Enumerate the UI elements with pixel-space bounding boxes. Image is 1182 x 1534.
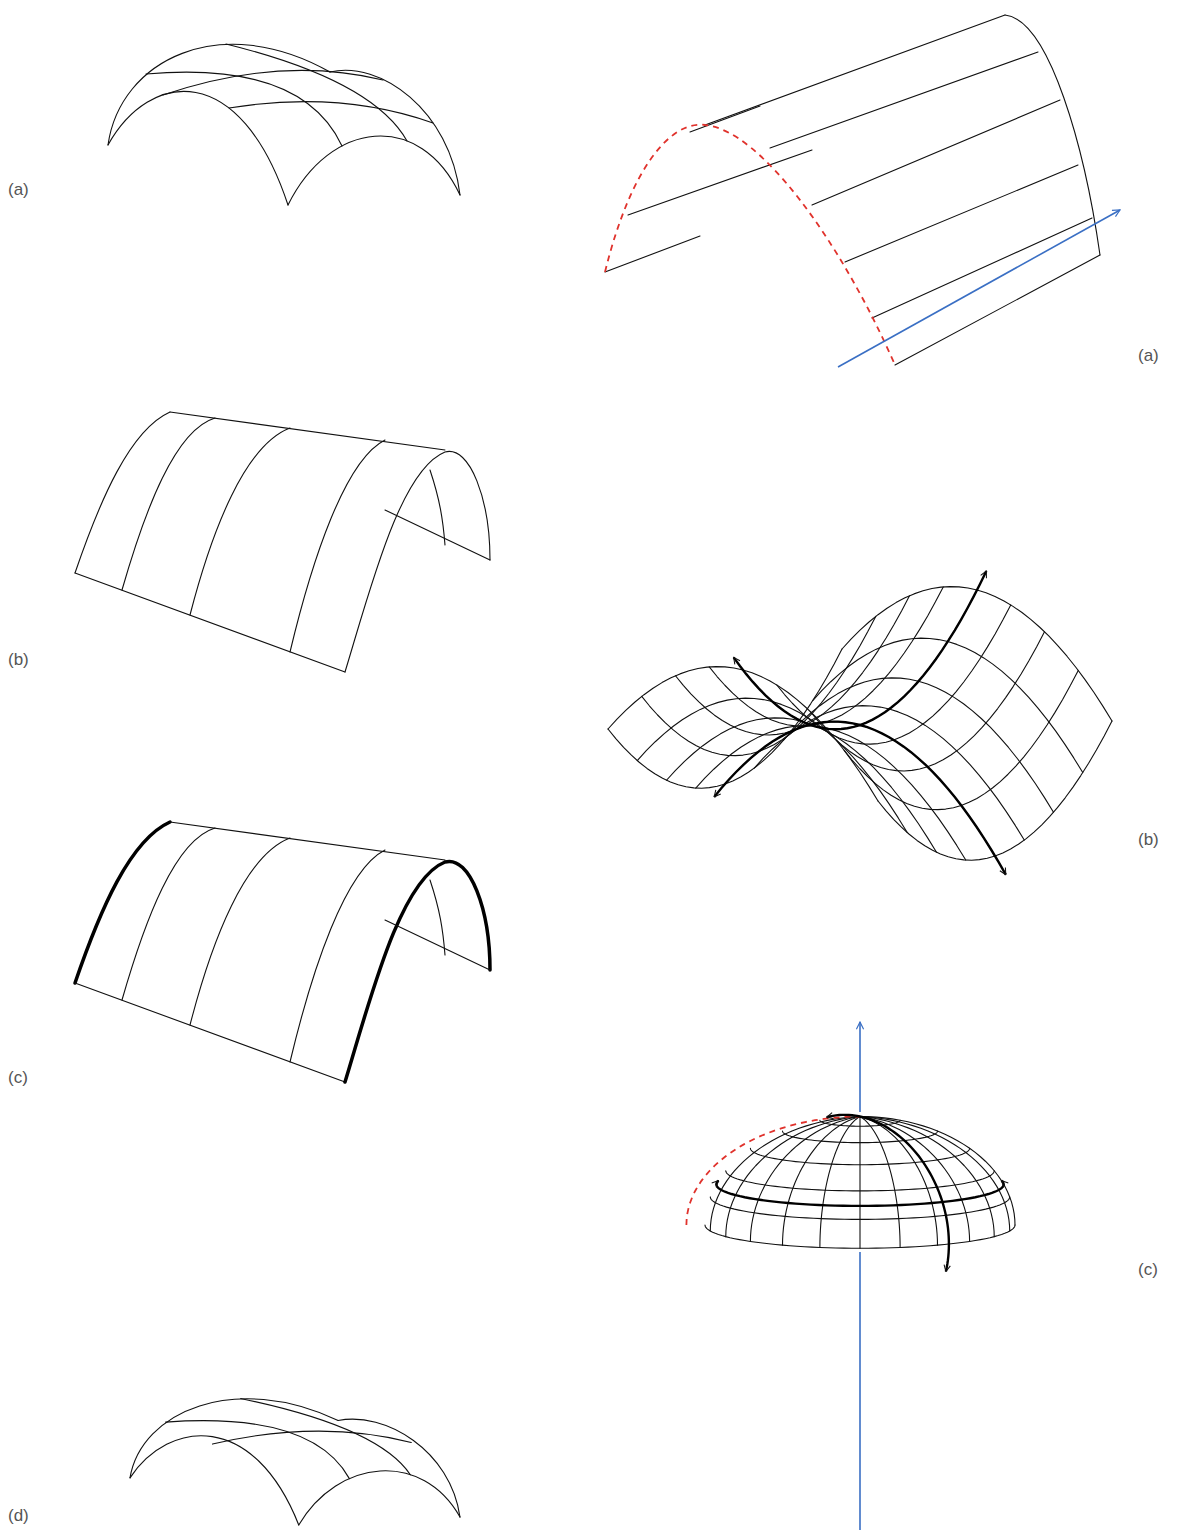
- meridian-line: [820, 1117, 860, 1248]
- rib: [190, 428, 290, 615]
- vault-surface: [108, 44, 460, 205]
- grid-line: [163, 70, 383, 95]
- parallel-line: [726, 1171, 994, 1191]
- grid-line: [878, 721, 1112, 860]
- panel-label: (d): [8, 1506, 29, 1526]
- curvature-curve: [716, 1181, 1003, 1206]
- base-line: [75, 573, 345, 672]
- ruling-line: [845, 165, 1078, 262]
- grid-line: [725, 722, 995, 856]
- end-arch: [345, 861, 490, 1082]
- grid-line: [813, 638, 1083, 772]
- end-arch: [345, 451, 490, 672]
- rib: [430, 470, 445, 545]
- meridian-line: [860, 1117, 970, 1242]
- grid-line: [213, 1431, 412, 1444]
- panel-label: (c): [8, 1068, 28, 1088]
- ruling-line: [605, 236, 700, 272]
- meridian-line: [726, 1117, 860, 1237]
- panel-label: (c): [1138, 1260, 1158, 1280]
- generating-curve: [686, 1117, 860, 1226]
- grid-line: [811, 632, 1045, 771]
- rib: [290, 440, 385, 652]
- base-line: [385, 920, 490, 970]
- ruling-line: [872, 218, 1092, 318]
- translation-axis: [838, 210, 1120, 367]
- rib: [290, 850, 385, 1062]
- grid-line: [229, 102, 433, 123]
- ruling-line: [628, 150, 812, 215]
- grid-line: [842, 587, 1112, 721]
- rib: [122, 828, 215, 1000]
- grid-line: [844, 670, 1078, 809]
- panel-label: (a): [8, 180, 29, 200]
- rotation-axis: [859, 1022, 861, 1112]
- meridian-line: [860, 1117, 994, 1237]
- ruling-line: [770, 52, 1038, 148]
- panel-label: (a): [1138, 346, 1159, 366]
- curvature-curve: [714, 722, 1006, 875]
- parallel-line: [750, 1148, 969, 1164]
- parallel-line: [820, 1120, 900, 1126]
- generating-curve: [605, 125, 895, 365]
- dome-surface: [686, 1115, 1015, 1272]
- meridian-line: [860, 1117, 1015, 1226]
- base-line: [75, 983, 345, 1082]
- ridge-line: [690, 106, 760, 132]
- grid-line: [166, 1421, 350, 1479]
- surface-edge: [299, 1471, 460, 1525]
- rib: [122, 418, 215, 590]
- ridge-line: [170, 822, 445, 860]
- grid-line: [709, 587, 943, 726]
- ruling-line: [812, 100, 1060, 205]
- surface-edge: [130, 1436, 299, 1525]
- surface-edge: [108, 44, 330, 145]
- saddle-surface: [608, 571, 1112, 875]
- rotation-axis: [859, 1252, 861, 1530]
- surface-edge: [130, 1399, 338, 1478]
- surface-edge: [108, 91, 288, 205]
- base-line: [895, 255, 1100, 365]
- grid-line: [146, 72, 342, 146]
- base-line: [385, 510, 490, 560]
- curvature-curve: [827, 1115, 949, 1272]
- rib: [190, 838, 290, 1025]
- ridge-line: [705, 15, 1005, 125]
- barrel-vault: [75, 822, 490, 1082]
- grid-line: [676, 596, 910, 735]
- grid-line: [667, 718, 937, 852]
- grid-line: [608, 667, 878, 801]
- grid-line: [696, 726, 966, 860]
- curvature-curve: [734, 571, 987, 729]
- ridge-line: [170, 412, 445, 450]
- grid-line: [784, 678, 1054, 812]
- grid-line: [743, 590, 977, 729]
- barrel-vault: [75, 412, 490, 672]
- parallel-line: [783, 1131, 938, 1143]
- panel-label: (b): [8, 650, 29, 670]
- meridian-line: [859, 1117, 860, 1249]
- parallel-line: [705, 1225, 1015, 1248]
- meridian-line: [783, 1117, 861, 1246]
- panel-label: (b): [1138, 830, 1159, 850]
- surface-edge: [288, 136, 460, 205]
- grid-line: [226, 44, 407, 141]
- end-arch: [1005, 15, 1100, 255]
- rib: [430, 880, 445, 955]
- vault-surface: [130, 1399, 460, 1525]
- cylinder-surface: [605, 15, 1120, 367]
